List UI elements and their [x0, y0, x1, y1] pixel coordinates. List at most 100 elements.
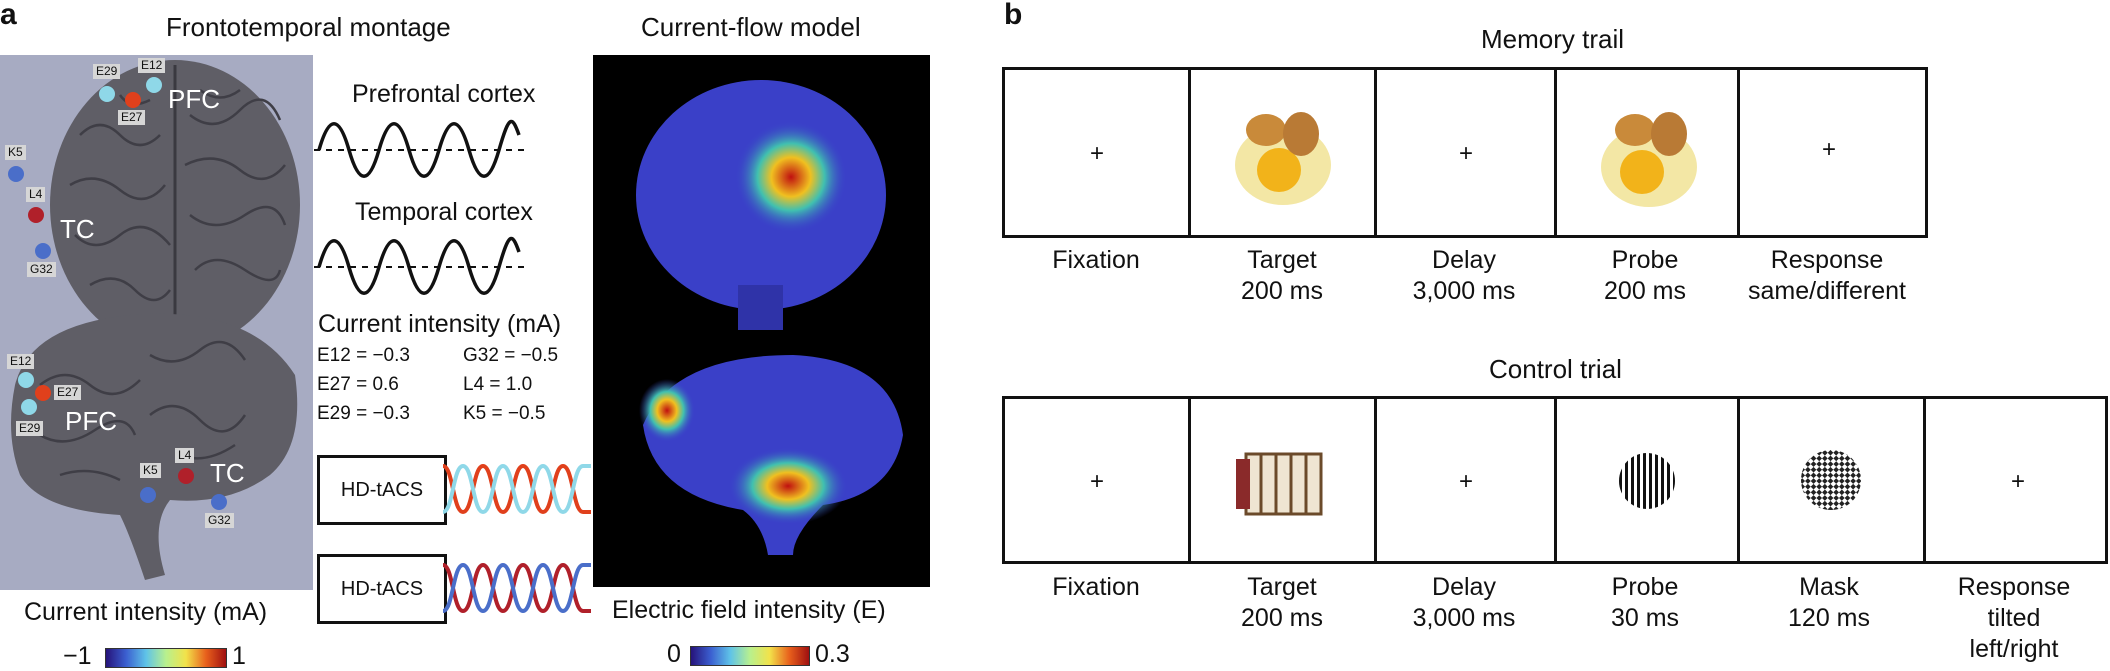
hd-tacs-label-2: HD-tACS: [340, 577, 424, 600]
caption-line2: 200 ms: [1604, 277, 1686, 305]
control-caption-delay: Delay 3,000 ms: [1413, 572, 1516, 634]
tag-e29-side: E29: [16, 421, 44, 436]
delay-cross: +: [1458, 140, 1474, 167]
caption-line2: tilted left/right: [1969, 604, 2059, 663]
control-trial-title: Control trial: [1489, 354, 1622, 384]
caption-line1: Fixation: [1052, 246, 1140, 274]
hd-tacs-box-1: HD-tACS: [317, 455, 447, 525]
panel-a-letter: a: [0, 0, 17, 31]
memory-caption-probe: Probe 200 ms: [1604, 245, 1686, 307]
colorbar-right-max: 0.3: [815, 640, 850, 668]
intensity-g32: G32 = −0.5: [463, 345, 559, 366]
caption-line2: 120 ms: [1788, 604, 1870, 632]
egg-image-probe: [1601, 112, 1697, 207]
checkerboard-image: [1801, 450, 1861, 510]
memory-frame-delay: +: [1377, 70, 1557, 235]
current-flow-title: Current-flow model: [641, 12, 861, 42]
intensity-heading: Current intensity (mA): [318, 310, 562, 338]
colorbar-left: [105, 648, 227, 668]
electrode-e12-side: [18, 372, 34, 388]
response-cross: +: [1821, 136, 1837, 163]
tag-l4-side: L4: [175, 448, 195, 463]
tag-e29-top: E29: [93, 64, 121, 79]
control-caption-mask: Mask 120 ms: [1788, 572, 1870, 634]
memory-frame-fixation: +: [1005, 70, 1191, 235]
caption-line1: Delay: [1432, 246, 1496, 274]
montage-title: Frontotemporal montage: [166, 12, 451, 42]
caption-line1: Delay: [1432, 573, 1496, 601]
brain-montage-panel: [0, 55, 313, 590]
panel-b-letter: b: [1004, 0, 1023, 31]
caption-line1: Response: [1957, 573, 2071, 601]
tag-e12-top: E12: [138, 58, 166, 73]
electrode-e29-top: [99, 86, 115, 102]
fixation-cross: +: [1089, 468, 1105, 495]
electrode-e29-side: [21, 399, 37, 415]
control-frame-mask: [1740, 399, 1926, 561]
electrode-l4-side: [178, 468, 194, 484]
tag-k5-side: K5: [140, 463, 161, 478]
control-frame-target: [1191, 399, 1377, 561]
control-frame-fixation: +: [1005, 399, 1191, 561]
caption-line1: Response: [1770, 246, 1884, 274]
caption-line2: 30 ms: [1610, 604, 1680, 632]
pfc-label-side: PFC: [65, 406, 117, 436]
memory-caption-target: Target 200 ms: [1241, 245, 1323, 307]
control-trial-strip: + + +: [1002, 396, 2108, 564]
pfc-label-top: PFC: [168, 84, 220, 114]
caption-line1: Target: [1247, 573, 1317, 601]
memory-frame-target: [1191, 70, 1377, 235]
electrode-g32-side: [211, 494, 227, 510]
accordion-image: [1236, 452, 1323, 516]
tag-g32-top: G32: [27, 262, 56, 277]
electrode-l4-top: [28, 207, 44, 223]
electrode-e12-top: [146, 77, 162, 93]
electrode-k5-top: [8, 166, 24, 182]
electrode-g32-top: [35, 243, 51, 259]
tag-e27-side: E27: [54, 385, 82, 400]
brain-montage-illustration: [11, 60, 300, 580]
memory-caption-fixation: Fixation: [1052, 245, 1140, 276]
caption-line2: 3,000 ms: [1412, 604, 1516, 632]
caption-line1: Mask: [1799, 573, 1859, 601]
caption-line1: Fixation: [1052, 573, 1140, 601]
tc-label-side: TC: [210, 458, 245, 488]
tag-k5-top: K5: [5, 145, 26, 160]
caption-line1: Probe: [1611, 246, 1679, 274]
electrode-e27-top: [125, 92, 141, 108]
colorbar-left-label: Current intensity (mA): [24, 598, 268, 626]
electrode-k5-side: [140, 487, 156, 503]
hd-tacs-label-1: HD-tACS: [340, 478, 424, 501]
egg-image: [1235, 112, 1331, 205]
intensity-e12: E12 = −0.3: [317, 345, 410, 366]
tag-l4-top: L4: [26, 187, 46, 202]
electrode-e27-side: [35, 385, 51, 401]
control-caption-probe: Probe 30 ms: [1611, 572, 1679, 634]
response-cross: +: [2010, 468, 2026, 495]
fixation-cross: +: [1089, 140, 1105, 167]
memory-frame-response: +: [1740, 70, 1922, 235]
memory-trial-title: Memory trail: [1481, 24, 1625, 54]
colorbar-right-label: Electric field intensity (E): [612, 596, 886, 624]
colorbar-left-max: 1: [232, 642, 246, 670]
intensity-k5: K5 = −0.5: [463, 403, 546, 424]
memory-caption-delay: Delay 3,000 ms: [1413, 245, 1516, 307]
caption-line2: 200 ms: [1241, 277, 1323, 305]
colorbar-right-min: 0: [667, 640, 681, 668]
control-frame-delay: +: [1377, 399, 1557, 561]
control-frame-response: +: [1926, 399, 2102, 561]
intensity-e29: E29 = −0.3: [317, 403, 410, 424]
caption-line1: Probe: [1611, 573, 1679, 601]
control-caption-fixation: Fixation: [1052, 572, 1140, 603]
caption-line1: Target: [1247, 246, 1317, 274]
tag-e12-side: E12: [7, 354, 35, 369]
prefrontal-waveform: [314, 119, 524, 178]
caption-line2: 3,000 ms: [1412, 277, 1516, 305]
control-caption-response: Response tilted left/right: [1958, 572, 2071, 665]
intensity-l4: L4 = 1.0: [463, 374, 533, 395]
prefrontal-label: Prefrontal cortex: [352, 80, 536, 108]
temporal-label: Temporal cortex: [355, 198, 533, 226]
hd-tacs-wave-1: [443, 463, 591, 515]
